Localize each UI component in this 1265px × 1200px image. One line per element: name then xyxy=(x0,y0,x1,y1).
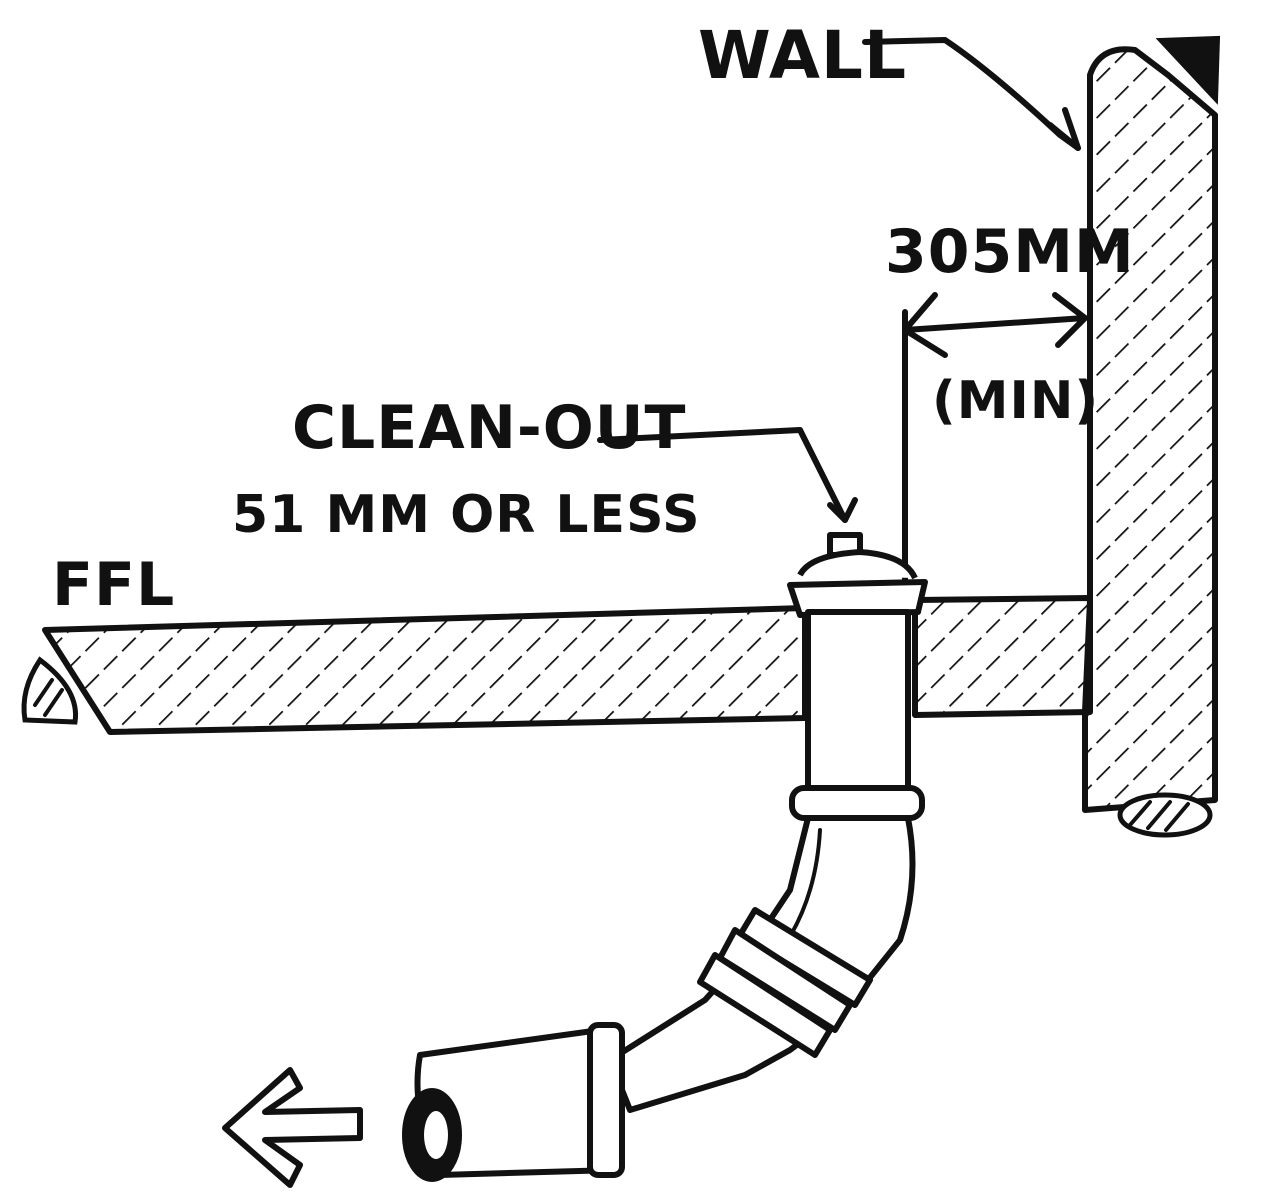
break-line-icon xyxy=(1117,792,1213,838)
floor-slab xyxy=(21,595,1093,735)
wall-label: WALL xyxy=(698,17,907,94)
floor-level-label: FFL xyxy=(52,550,175,620)
cleanout-label: CLEAN-OUT xyxy=(292,393,686,463)
wall-leader-line xyxy=(862,37,1081,151)
cleanout-leader-line xyxy=(597,427,858,523)
arrow-left-icon xyxy=(222,1067,363,1188)
break-line-icon xyxy=(1155,35,1221,105)
dimension-note-label: (MIN) xyxy=(932,371,1099,431)
break-line-icon xyxy=(21,656,79,725)
wall-section xyxy=(1082,35,1221,838)
dimension-label: 305MM xyxy=(885,217,1135,287)
drain-pipe xyxy=(402,532,928,1182)
dimension-line xyxy=(902,292,1088,601)
cleanout-size-label: 51 MM OR LESS xyxy=(232,485,701,545)
